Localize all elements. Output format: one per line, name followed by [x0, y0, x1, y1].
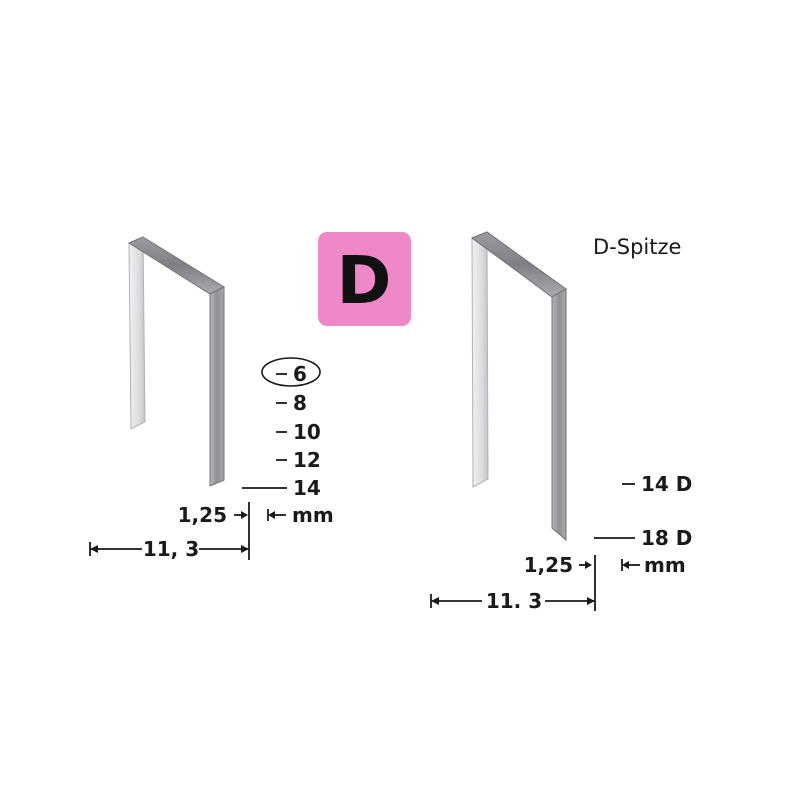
arrowhead — [431, 597, 439, 605]
type-badge: D — [318, 232, 411, 326]
arrowhead — [90, 545, 98, 553]
type-badge-background — [318, 232, 411, 326]
tip-type-label: D-Spitze — [593, 235, 681, 259]
wire-thickness-value: 1,25 — [524, 553, 573, 577]
arrowhead — [268, 511, 275, 519]
wire-thickness-value: 1,25 — [178, 503, 227, 527]
arrowhead — [241, 511, 248, 519]
right-staple-front-leg — [551, 288, 567, 542]
length-label: 8 — [293, 391, 307, 415]
right-length-list: 14 D 18 D — [594, 472, 692, 550]
crown-width-value: 11. 3 — [486, 589, 542, 613]
length-label: 10 — [293, 420, 321, 444]
highlighted-length-circle — [261, 357, 321, 387]
left-length-list: 6 8 10 12 14 — [242, 357, 321, 500]
unit-label: mm — [292, 503, 334, 527]
arrowhead — [587, 597, 595, 605]
left-staple-back-leg — [128, 236, 146, 430]
length-label: 18 D — [641, 526, 692, 550]
left-staple-front-leg — [209, 286, 225, 487]
crown-width-value: 11, 3 — [143, 537, 199, 561]
length-label: 12 — [293, 448, 321, 472]
right-dimensions: 1,25 mm 11. 3 — [430, 553, 686, 613]
type-badge-letter: D — [337, 242, 392, 319]
arrowhead — [622, 561, 629, 569]
right-staple-back-leg — [471, 231, 489, 488]
length-label: 14 D — [641, 472, 692, 496]
right-staple — [470, 231, 567, 542]
arrowhead — [585, 561, 592, 569]
length-label: 14 — [293, 476, 321, 500]
unit-label: mm — [644, 553, 686, 577]
arrowhead — [241, 545, 249, 553]
left-dimensions: 1,25 mm 11, 3 — [89, 502, 334, 561]
length-label: 6 — [293, 362, 307, 386]
left-staple — [127, 236, 226, 487]
